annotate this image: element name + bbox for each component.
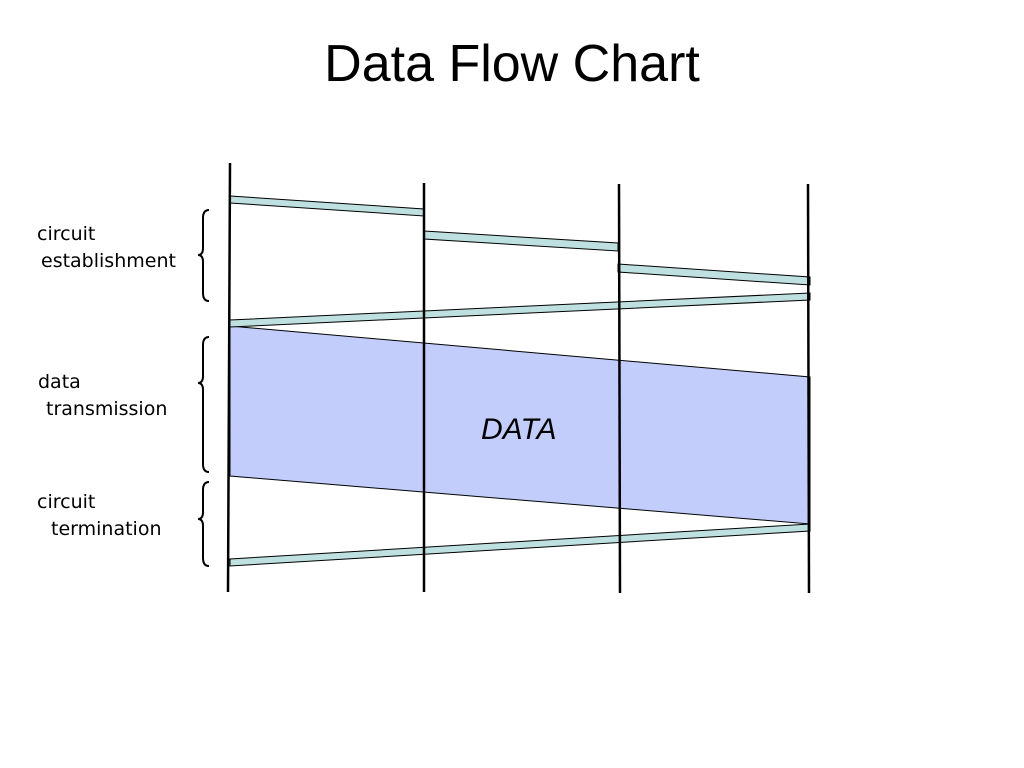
label-establishment-line1: circuit bbox=[37, 223, 95, 245]
termination-signal bbox=[229, 523, 811, 567]
label-termination-line2: termination bbox=[51, 518, 161, 540]
brace-establishment bbox=[197, 209, 210, 302]
brace-transmission bbox=[197, 336, 210, 473]
label-transmission-line1: data bbox=[38, 371, 81, 393]
setup-signal-2 bbox=[423, 230, 619, 252]
brace-termination bbox=[197, 481, 210, 567]
node-timeline-3 bbox=[617, 183, 622, 594]
node-timeline-4 bbox=[806, 183, 811, 594]
setup-signal-1 bbox=[229, 195, 425, 217]
label-establishment-line2: establishment bbox=[41, 250, 176, 272]
page-title: Data Flow Chart bbox=[324, 35, 700, 93]
node-timeline-1 bbox=[226, 162, 232, 593]
data-block-label: DATA bbox=[481, 413, 557, 446]
label-transmission-line2: transmission bbox=[46, 398, 167, 420]
setup-signal-3 bbox=[617, 263, 811, 286]
setup-ack-signal bbox=[229, 292, 811, 328]
label-termination-line1: circuit bbox=[37, 491, 95, 513]
